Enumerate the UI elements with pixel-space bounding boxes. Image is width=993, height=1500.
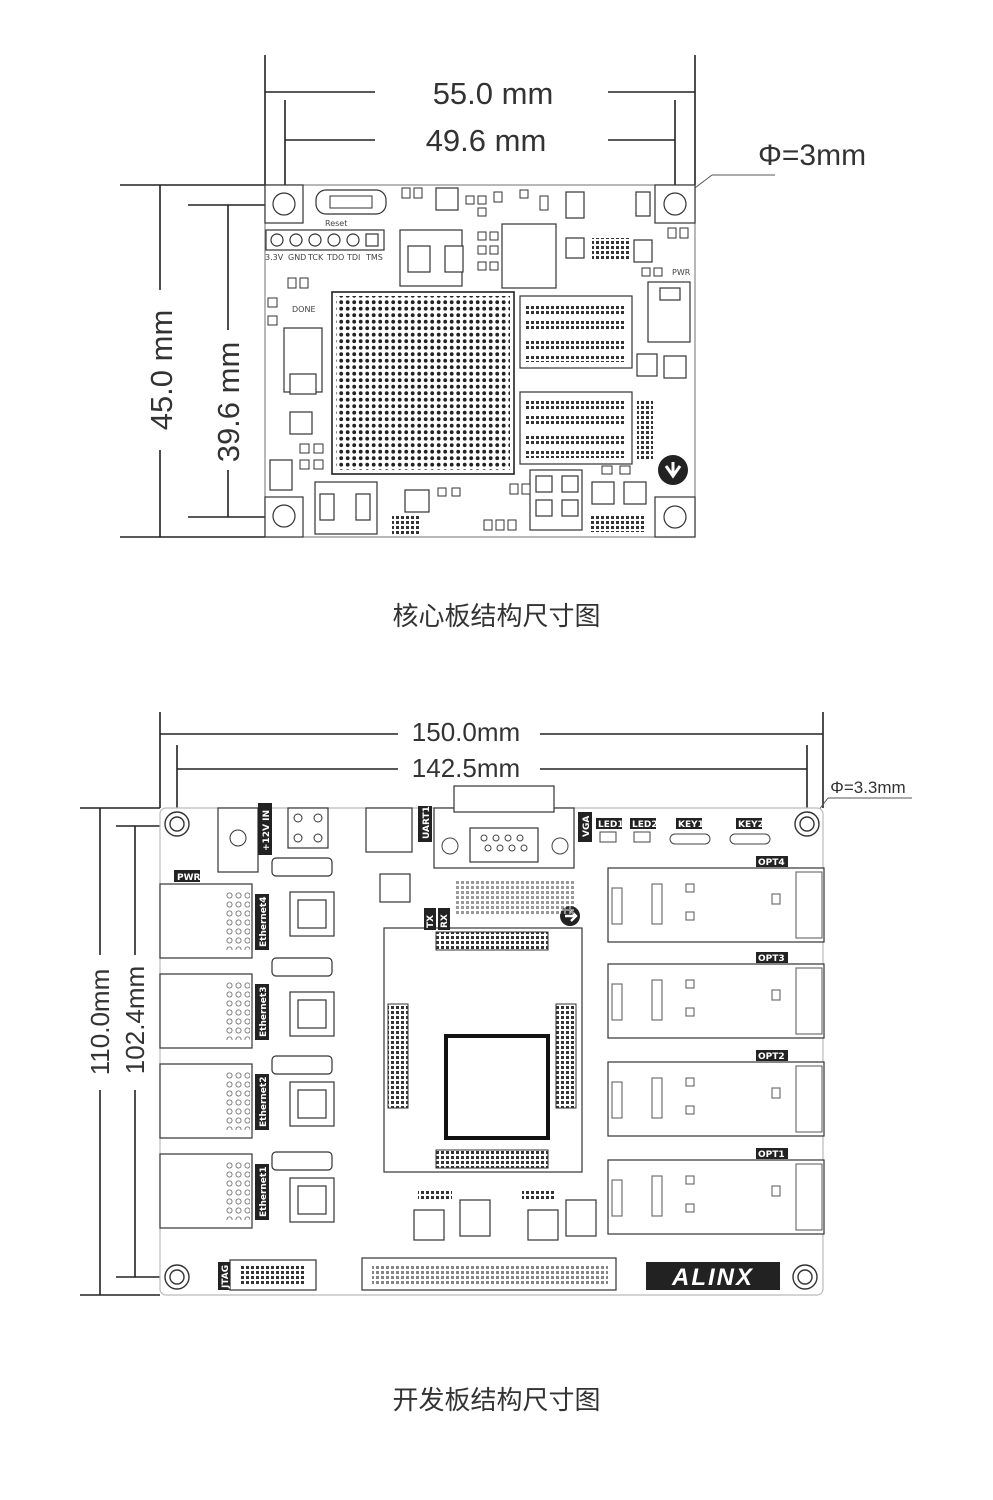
core-board-drawing: Reset 3.3V GND TCK TDO TDI TMS DONE PWR [120, 55, 866, 538]
pwr-label: PWR [672, 268, 691, 277]
dev-width-outer: 150.0mm [412, 717, 520, 747]
led2-tag: LED2 [632, 820, 658, 830]
pin-label-0: 3.3V [265, 253, 284, 262]
dev-hole-diameter: Φ=3.3mm [830, 778, 905, 797]
ethernet4-label: Ethernet4 [259, 897, 269, 947]
done-label: DONE [292, 305, 316, 314]
ethernet2-label: Ethernet2 [259, 1077, 269, 1127]
dev-height-outer: 110.0mm [85, 969, 115, 1075]
pin-label-2: TCK [307, 253, 324, 262]
opt3-label: OPT3 [758, 954, 785, 964]
core-width-outer: 55.0 mm [433, 76, 554, 111]
dev-width-inner: 142.5mm [412, 753, 520, 783]
key1-tag: KEY1 [678, 820, 704, 830]
pin-label-5: TMS [365, 253, 383, 262]
opt4-label: OPT4 [758, 858, 785, 868]
ethernet3-label: Ethernet3 [259, 987, 269, 1037]
core-board-caption: 核心板结构尺寸图 [392, 602, 601, 632]
jtag-label: JTAG [221, 1265, 231, 1289]
key2-tag: KEY2 [738, 820, 764, 830]
pwr-tag: PWR [177, 873, 201, 883]
opt-cages: OPT4 OPT3 OPT2 OPT1 [607, 856, 825, 1235]
dev-height-inner: 102.4mm [120, 966, 150, 1074]
ethernet1-label: Ethernet1 [259, 1167, 269, 1217]
core-hole-diameter: Φ=3mm [758, 139, 866, 172]
dev-board-drawing: +12V IN UART1 VGA PWR LED1 LED2 [80, 712, 912, 1296]
vga-label: VGA [582, 816, 592, 837]
reset-label: Reset [325, 219, 347, 228]
pin-label-4: TDI [346, 253, 360, 262]
core-width-inner: 49.6 mm [426, 123, 547, 158]
ethernet-ports: Ethernet4 Ethernet3 Ethernet2 Ethernet1 [159, 857, 335, 1229]
core-height-inner: 39.6 mm [211, 342, 246, 463]
pin-label-1: GND [288, 253, 306, 262]
alinx-logo: ALINX [671, 1264, 754, 1291]
pin-label-3: TDO [326, 253, 344, 262]
uart-label: UART1 [422, 806, 432, 839]
rx-label: RX [440, 914, 450, 928]
opt2-label: OPT2 [758, 1052, 785, 1062]
led1-tag: LED1 [598, 820, 624, 830]
opt1-label: OPT1 [758, 1150, 785, 1160]
core-height-outer: 45.0 mm [144, 310, 179, 431]
tx-label: TX [426, 915, 436, 928]
dev-board-caption: 开发板结构尺寸图 [392, 1386, 601, 1416]
power-in-label: +12V IN [262, 810, 272, 851]
